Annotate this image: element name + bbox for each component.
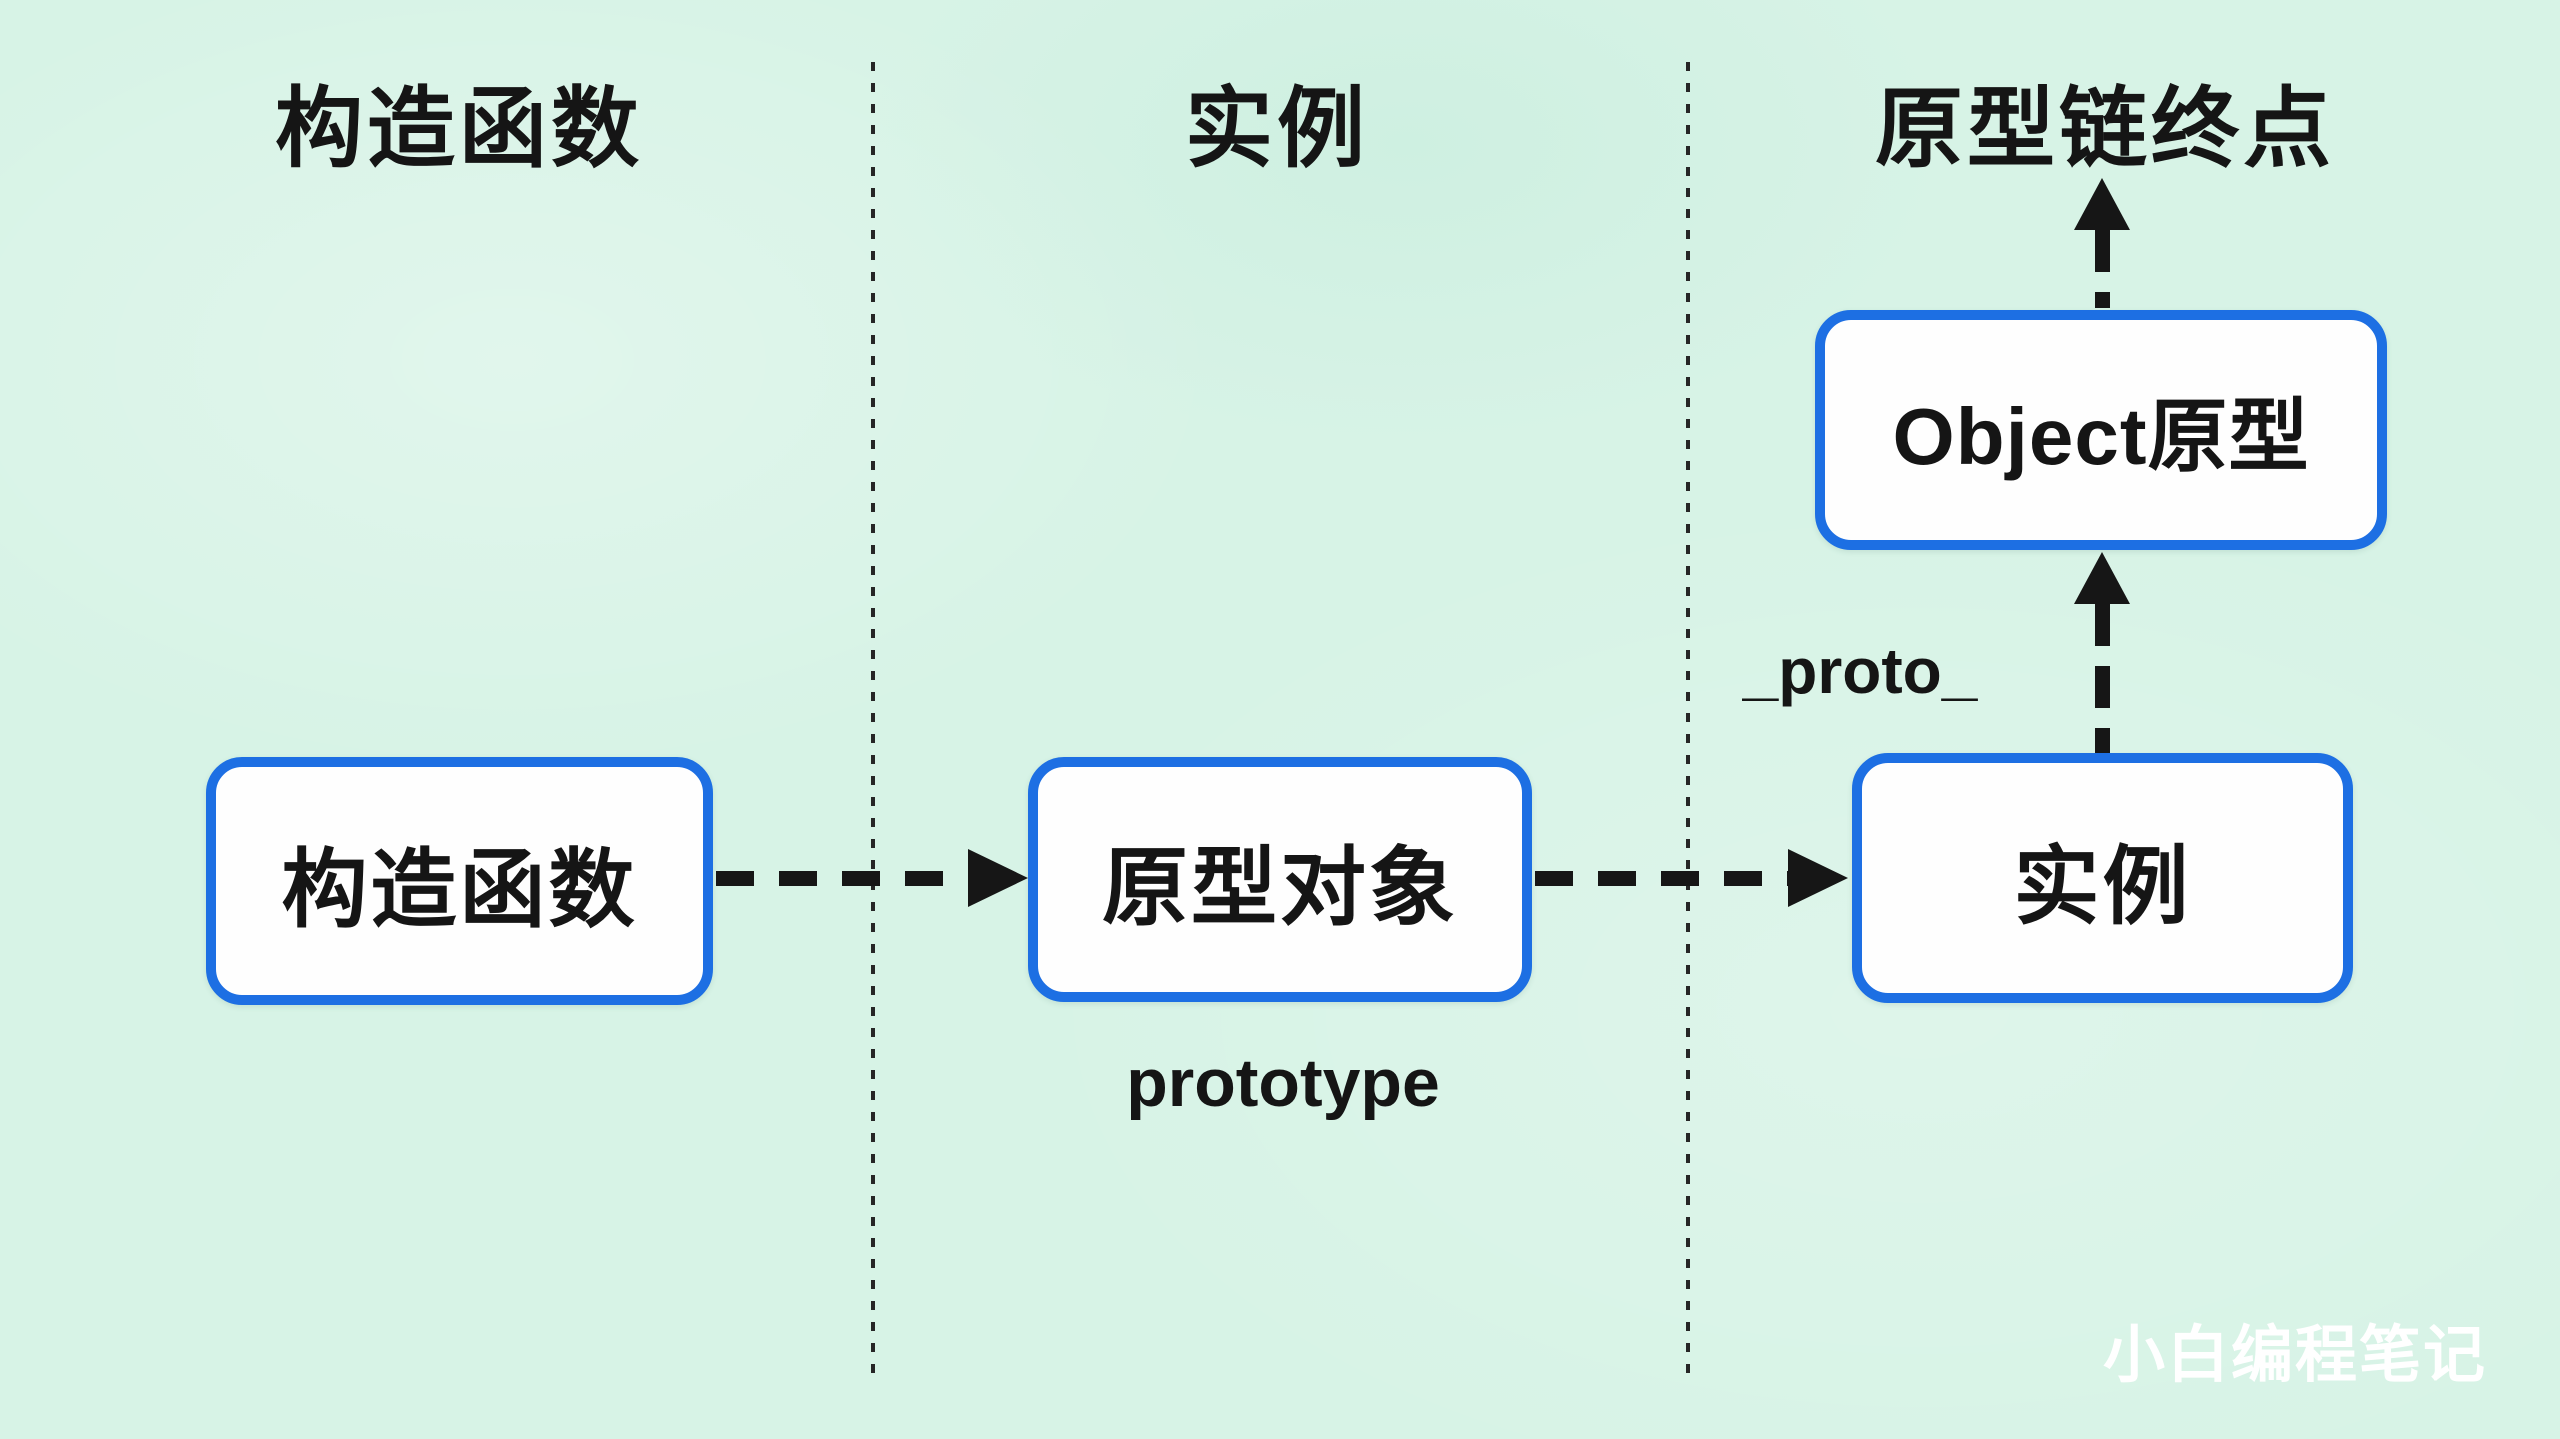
column-divider-left xyxy=(871,62,875,1380)
arrowhead-up-icon xyxy=(2074,552,2130,604)
node-constructor-label: 构造函数 xyxy=(281,841,638,938)
arrow-instance-to-object-prototype xyxy=(2074,552,2130,753)
edge-label-proto: _proto_ xyxy=(1742,635,1978,707)
column-header-instance: 实例 xyxy=(1184,79,1369,178)
column-header-prototype-chain-end: 原型链终点 xyxy=(1874,79,2335,178)
dashed-line xyxy=(2094,604,2110,753)
arrowhead-right-icon xyxy=(1788,849,1848,907)
column-header-constructor: 构造函数 xyxy=(275,79,644,178)
arrow-object-prototype-to-chain-end xyxy=(2074,178,2130,308)
dashed-line xyxy=(2094,230,2110,308)
column-divider-right xyxy=(1686,62,1690,1380)
node-object-prototype: Object原型 xyxy=(1815,310,2387,550)
node-instance: 实例 xyxy=(1852,753,2353,1003)
node-constructor: 构造函数 xyxy=(206,757,713,1005)
dashed-line xyxy=(716,870,968,886)
node-object-prototype-label: Object原型 xyxy=(1892,392,2310,481)
dashed-line xyxy=(1535,870,1788,886)
arrowhead-up-icon xyxy=(2074,178,2130,230)
arrow-constructor-to-prototype-object xyxy=(716,849,1028,907)
edge-label-prototype: prototype xyxy=(1126,1045,1440,1121)
watermark-text: 小白编程笔记 xyxy=(2102,1321,2487,1390)
node-instance-label: 实例 xyxy=(2013,838,2192,935)
arrowhead-right-icon xyxy=(968,849,1028,907)
node-prototype-object: 原型对象 xyxy=(1028,757,1532,1002)
node-prototype-object-label: 原型对象 xyxy=(1102,840,1458,936)
arrow-prototype-object-to-instance xyxy=(1535,849,1848,907)
